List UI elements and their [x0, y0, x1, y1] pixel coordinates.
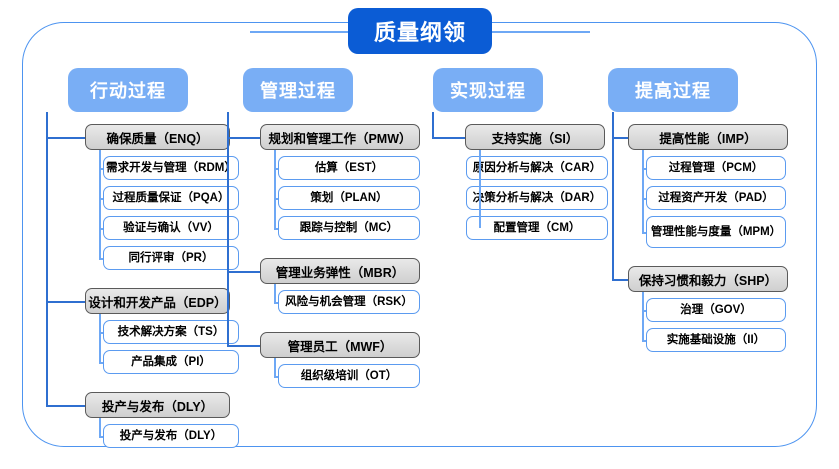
group-spine-1-2: [99, 314, 101, 362]
leaf-stub-1-1-4: [99, 258, 103, 260]
group-stub-3-1: [432, 137, 465, 139]
column-trunk-2: [227, 112, 229, 345]
leaf-box-1-1-3[interactable]: 验证与确认（VV）: [103, 216, 239, 240]
group-stub-2-2: [227, 271, 260, 273]
leaf-box-3-1-1[interactable]: 原因分析与解决（CAR）: [466, 156, 608, 180]
column-header-3: 实现过程: [433, 68, 543, 112]
column-trunk-1: [46, 112, 48, 405]
column-header-drop-3: [432, 112, 434, 114]
group-spine-1-1: [99, 150, 101, 258]
group-stub-4-1: [612, 137, 628, 139]
leaf-box-1-3-1[interactable]: 投产与发布（DLY）: [103, 424, 239, 448]
column-header-4: 提高过程: [608, 68, 738, 112]
leaf-box-4-2-2[interactable]: 实施基础设施（II）: [646, 328, 786, 352]
column-trunk-3: [432, 112, 434, 137]
leaf-stub-2-1-2: [274, 198, 278, 200]
diagram-title: 质量纲领: [348, 8, 492, 54]
leaf-box-2-1-1[interactable]: 估算（EST）: [278, 156, 420, 180]
group-header-2-3[interactable]: 管理员工（MWF）: [260, 332, 420, 358]
group-spine-2-1: [274, 150, 276, 228]
group-spine-4-1: [642, 150, 644, 232]
leaf-stub-4-2-2: [642, 340, 646, 342]
group-stub-1-3: [46, 405, 85, 407]
leaf-box-1-1-1[interactable]: 需求开发与管理（RDM）: [103, 156, 239, 180]
leaf-box-1-2-2[interactable]: 产品集成（PI）: [103, 350, 239, 374]
leaf-stub-1-3-1: [99, 436, 103, 438]
leaf-stub-2-1-1: [274, 168, 278, 170]
column-trunk-4: [612, 112, 614, 279]
leaf-stub-4-1-2: [642, 198, 646, 200]
column-header-drop-4: [612, 112, 614, 114]
group-stub-1-1: [46, 137, 85, 139]
leaf-stub-1-1-2: [99, 198, 103, 200]
group-spine-2-2: [274, 284, 276, 302]
leaf-stub-2-3-1: [274, 376, 278, 378]
group-header-3-1[interactable]: 支持实施（SI）: [465, 124, 605, 150]
group-header-1-2[interactable]: 设计和开发产品（EDP）: [85, 288, 230, 314]
group-spine-3-1: [479, 150, 481, 228]
group-stub-2-3: [227, 345, 260, 347]
leaf-box-1-1-2[interactable]: 过程质量保证（PQA）: [103, 186, 239, 210]
group-header-2-1[interactable]: 规划和管理工作（PMW）: [260, 124, 420, 150]
leaf-box-3-1-2[interactable]: 决策分析与解决（DAR）: [466, 186, 608, 210]
group-spine-2-3: [274, 358, 276, 376]
group-header-1-3[interactable]: 投产与发布（DLY）: [85, 392, 230, 418]
leaf-line: （MPM）: [731, 225, 782, 238]
leaf-box-1-2-1[interactable]: 技术解决方案（TS）: [103, 320, 239, 344]
leaf-stub-2-1-3: [274, 228, 278, 230]
title-connector-right: [492, 31, 590, 33]
leaf-box-4-1-3[interactable]: 管理性能与度量（MPM）: [646, 216, 786, 248]
leaf-stub-4-2-1: [642, 310, 646, 312]
leaf-box-2-1-3[interactable]: 跟踪与控制（MC）: [278, 216, 420, 240]
group-stub-4-2: [612, 279, 628, 281]
group-header-4-1[interactable]: 提高性能（IMP）: [628, 124, 788, 150]
leaf-box-2-1-2[interactable]: 策划（PLAN）: [278, 186, 420, 210]
leaf-stub-1-1-1: [99, 168, 103, 170]
leaf-box-2-3-1[interactable]: 组织级培训（OT）: [278, 364, 420, 388]
leaf-box-3-1-3[interactable]: 配置管理（CM）: [466, 216, 608, 240]
column-header-1: 行动过程: [68, 68, 188, 112]
leaf-stub-4-1-3: [642, 232, 646, 234]
group-spine-4-2: [642, 292, 644, 340]
group-stub-1-2: [46, 301, 85, 303]
column-header-drop-2: [227, 112, 229, 114]
column-header-2: 管理过程: [243, 68, 353, 112]
leaf-box-4-2-1[interactable]: 治理（GOV）: [646, 298, 786, 322]
leaf-box-4-1-2[interactable]: 过程资产开发（PAD）: [646, 186, 786, 210]
leaf-box-2-2-1[interactable]: 风险与机会管理（RSK）: [278, 290, 420, 314]
title-connector-left: [250, 31, 348, 33]
leaf-stub-2-2-1: [274, 302, 278, 304]
group-header-1-1[interactable]: 确保质量（ENQ）: [85, 124, 230, 150]
leaf-stub-4-1-1: [642, 168, 646, 170]
leaf-box-4-1-1[interactable]: 过程管理（PCM）: [646, 156, 786, 180]
leaf-line: 管理性能与度量: [650, 225, 732, 238]
leaf-stub-1-2-1: [99, 332, 103, 334]
leaf-box-1-1-4[interactable]: 同行评审（PR）: [103, 246, 239, 270]
group-header-4-2[interactable]: 保持习惯和毅力（SHP）: [628, 266, 788, 292]
column-header-drop-1: [46, 112, 48, 114]
group-spine-1-3: [99, 418, 101, 436]
group-stub-2-1: [227, 137, 260, 139]
leaf-stub-1-1-3: [99, 228, 103, 230]
group-header-2-2[interactable]: 管理业务弹性（MBR）: [260, 258, 420, 284]
leaf-stub-1-2-2: [99, 362, 103, 364]
